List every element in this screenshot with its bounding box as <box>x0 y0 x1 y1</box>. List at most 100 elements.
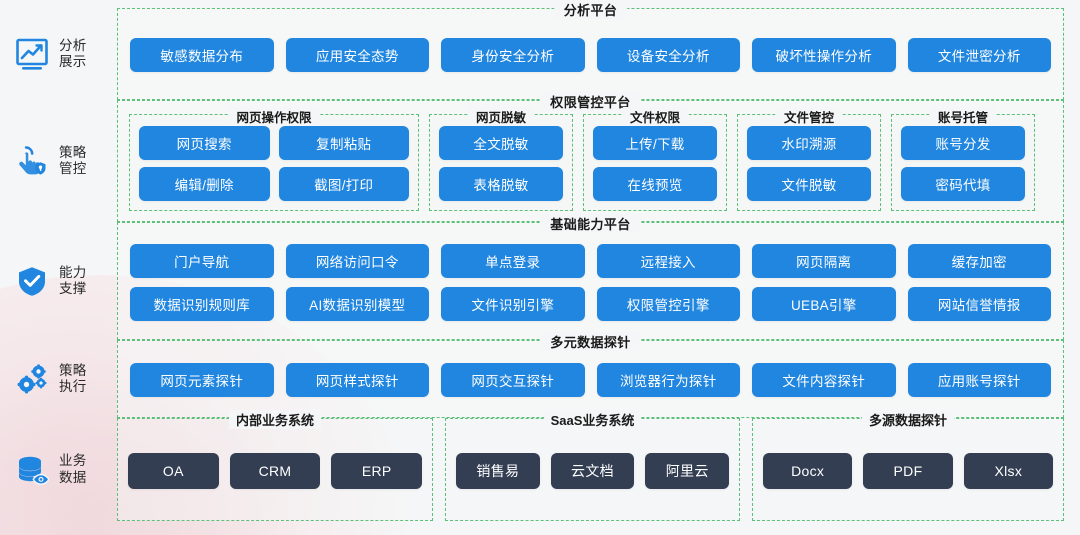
chip-browser-behavior-probe[interactable]: 浏览器行为探针 <box>596 363 740 397</box>
chip-upload-download[interactable]: 上传/下载 <box>593 126 717 160</box>
row-policy: 策略 管控 权限管控平台 网页操作权限 网页搜索 复制粘贴 编辑/删除 截图/打… <box>0 92 1064 222</box>
rail-item-analytics: 分析 展示 <box>0 8 117 100</box>
row-policy-execution: 策略 执行 多元数据探针 网页元素探针 网页样式探针 网页交互探针 浏览器行为探… <box>0 332 1064 418</box>
chip-watermark-tracing[interactable]: 水印溯源 <box>747 126 871 160</box>
chip-crm[interactable]: CRM <box>229 453 321 489</box>
chip-docx[interactable]: Docx <box>763 453 853 489</box>
chip-row-saas: 销售易 云文档 阿里云 <box>456 453 730 489</box>
group-row-file-ctl-1: 水印溯源 <box>747 126 871 160</box>
chip-ueba-engine[interactable]: UEBA引擎 <box>752 286 896 321</box>
group-web-desensitization: 网页脱敏 全文脱敏 表格脱敏 <box>429 107 573 211</box>
platform-title-data-probe: 多元数据探针 <box>540 332 641 351</box>
chip-web-element-probe[interactable]: 网页元素探针 <box>130 363 274 397</box>
chip-row-multi-source: Docx PDF Xlsx <box>763 453 1053 489</box>
group-list-policy: 网页操作权限 网页搜索 复制粘贴 编辑/删除 截图/打印 网页脱敏 全文脱敏 <box>129 107 1052 211</box>
chip-ai-data-recognition-model[interactable]: AI数据识别模型 <box>285 286 429 321</box>
chip-password-autofill[interactable]: 密码代填 <box>901 167 1025 201</box>
chip-pdf[interactable]: PDF <box>863 453 953 489</box>
group-title-multi-source-data-probe: 多源数据探针 <box>861 410 955 429</box>
group-row-web-op-2: 编辑/删除 截图/打印 <box>139 167 409 201</box>
group-title-saas-business-systems: SaaS业务系统 <box>543 410 642 429</box>
chip-fulltext-desensitization[interactable]: 全文脱敏 <box>439 126 563 160</box>
platform-title-analytics: 分析平台 <box>553 0 628 19</box>
chip-remote-access[interactable]: 远程接入 <box>596 243 740 278</box>
chip-file-content-probe[interactable]: 文件内容探针 <box>752 363 896 397</box>
group-title-account-hosting: 账号托管 <box>930 107 996 126</box>
chip-permission-control-engine[interactable]: 权限管控引擎 <box>596 286 740 321</box>
group-list-business-data: 内部业务系统 OA CRM ERP SaaS业务系统 销售易 云文档 阿里云 多… <box>117 410 1064 521</box>
group-title-web-operation-permission: 网页操作权限 <box>229 107 319 126</box>
group-title-file-control: 文件管控 <box>776 107 842 126</box>
chip-erp[interactable]: ERP <box>331 453 423 489</box>
analytics-chart-icon <box>14 36 50 72</box>
row-analytics: 分析 展示 分析平台 敏感数据分布 应用安全态势 身份安全分析 设备安全分析 破… <box>0 0 1064 100</box>
group-row-file-priv-1: 上传/下载 <box>593 126 717 160</box>
chip-file-desensitization[interactable]: 文件脱敏 <box>747 167 871 201</box>
chip-network-access-password[interactable]: 网络访问口令 <box>285 243 429 278</box>
platform-policy: 权限管控平台 网页操作权限 网页搜索 复制粘贴 编辑/删除 截图/打印 网页脱敏 <box>117 92 1064 222</box>
rail-item-capability: 能力 支撑 <box>0 222 117 340</box>
chip-xiaoshouyi[interactable]: 销售易 <box>456 453 540 489</box>
chip-single-sign-on[interactable]: 单点登录 <box>441 243 585 278</box>
rail-label-policy-execution: 策略 执行 <box>59 362 87 394</box>
group-row-web-des-1: 全文脱敏 <box>439 126 563 160</box>
platform-analytics: 分析平台 敏感数据分布 应用安全态势 身份安全分析 设备安全分析 破坏性操作分析… <box>117 0 1064 100</box>
group-file-permission: 文件权限 上传/下载 在线预览 <box>583 107 727 211</box>
chip-screenshot-print[interactable]: 截图/打印 <box>278 167 409 201</box>
rail-label-capability: 能力 支撑 <box>59 264 87 296</box>
chip-row-execution: 网页元素探针 网页样式探针 网页交互探针 浏览器行为探针 文件内容探针 应用账号… <box>130 363 1051 397</box>
chip-account-distribution[interactable]: 账号分发 <box>901 126 1025 160</box>
chip-analytics-2[interactable]: 身份安全分析 <box>441 38 585 72</box>
rail-item-business-data: 业务 数据 <box>0 418 117 521</box>
chip-aliyun[interactable]: 阿里云 <box>645 453 730 489</box>
rail-item-policy-control: 策略 管控 <box>0 100 117 222</box>
shield-check-icon <box>14 263 50 299</box>
chip-web-search[interactable]: 网页搜索 <box>139 126 270 160</box>
group-internal-business-systems: 内部业务系统 OA CRM ERP <box>117 410 433 521</box>
chip-online-preview[interactable]: 在线预览 <box>593 167 717 201</box>
chip-analytics-0[interactable]: 敏感数据分布 <box>130 38 274 72</box>
chip-cloud-document[interactable]: 云文档 <box>550 453 635 489</box>
platform-title-capability: 基础能力平台 <box>540 214 641 233</box>
chip-web-isolation[interactable]: 网页隔离 <box>752 243 896 278</box>
group-title-web-desensitization: 网页脱敏 <box>468 107 534 126</box>
hand-touch-shield-icon <box>14 143 50 179</box>
chip-xlsx[interactable]: Xlsx <box>963 453 1053 489</box>
group-row-web-des-2: 表格脱敏 <box>439 167 563 201</box>
chip-edit-delete[interactable]: 编辑/删除 <box>139 167 270 201</box>
platform-title-policy: 权限管控平台 <box>540 92 641 111</box>
chip-analytics-1[interactable]: 应用安全态势 <box>285 38 429 72</box>
chip-oa[interactable]: OA <box>128 453 219 489</box>
row-capability: 能力 支撑 基础能力平台 门户导航 网络访问口令 单点登录 远程接入 网页隔离 … <box>0 214 1064 340</box>
chip-data-recognition-rule-library[interactable]: 数据识别规则库 <box>130 286 274 321</box>
chip-row-capability-2: 数据识别规则库 AI数据识别模型 文件识别引擎 权限管控引擎 UEBA引擎 网站… <box>130 286 1051 321</box>
group-row-file-priv-2: 在线预览 <box>593 167 717 201</box>
database-eye-icon <box>14 452 50 488</box>
chip-web-interaction-probe[interactable]: 网页交互探针 <box>441 363 585 397</box>
chip-portal-navigation[interactable]: 门户导航 <box>130 243 274 278</box>
chip-file-recognition-engine[interactable]: 文件识别引擎 <box>441 286 585 321</box>
group-title-file-permission: 文件权限 <box>622 107 688 126</box>
chip-table-desensitization[interactable]: 表格脱敏 <box>439 167 563 201</box>
chip-copy-paste[interactable]: 复制粘贴 <box>278 126 409 160</box>
gears-icon <box>14 361 50 397</box>
group-multi-source-data-probe: 多源数据探针 Docx PDF Xlsx <box>752 410 1064 521</box>
rail-label-policy-control: 策略 管控 <box>59 144 87 176</box>
row-business-data: 业务 数据 内部业务系统 OA CRM ERP SaaS业务系统 销售易 云文档… <box>0 410 1064 521</box>
chip-analytics-3[interactable]: 设备安全分析 <box>596 38 740 72</box>
chip-web-style-probe[interactable]: 网页样式探针 <box>285 363 429 397</box>
chip-app-account-probe[interactable]: 应用账号探针 <box>907 363 1051 397</box>
chip-row-internal: OA CRM ERP <box>128 453 423 489</box>
chip-grid-capability: 门户导航 网络访问口令 单点登录 远程接入 网页隔离 缓存加密 数据识别规则库 … <box>130 243 1051 321</box>
group-row-file-ctl-2: 文件脱敏 <box>747 167 871 201</box>
chip-website-reputation-intelligence[interactable]: 网站信誉情报 <box>907 286 1051 321</box>
group-saas-business-systems: SaaS业务系统 销售易 云文档 阿里云 <box>445 410 740 521</box>
chip-cache-encryption[interactable]: 缓存加密 <box>907 243 1051 278</box>
group-account-hosting: 账号托管 账号分发 密码代填 <box>891 107 1035 211</box>
chip-analytics-5[interactable]: 文件泄密分析 <box>907 38 1051 72</box>
rail-item-policy-execution: 策略 执行 <box>0 340 117 418</box>
chip-analytics-4[interactable]: 破坏性操作分析 <box>752 38 896 72</box>
group-title-internal-business-systems: 内部业务系统 <box>228 410 322 429</box>
group-web-operation-permission: 网页操作权限 网页搜索 复制粘贴 编辑/删除 截图/打印 <box>129 107 419 211</box>
